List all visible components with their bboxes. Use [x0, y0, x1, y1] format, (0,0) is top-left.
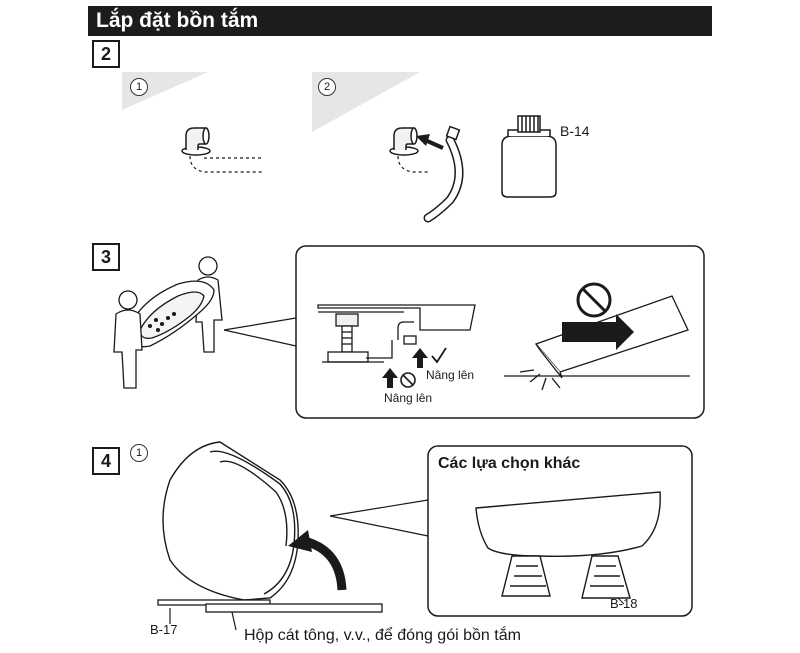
cardboard-box: [205, 603, 383, 613]
options-callout-title: Các lựa chọn khác: [438, 455, 581, 472]
step-2-number: 2: [92, 40, 120, 68]
leg-detail: [317, 304, 476, 363]
tub-on-stands: [475, 491, 661, 599]
part-b14-label: B-14: [560, 123, 590, 139]
section-title: Lắp đặt bồn tắm: [96, 9, 259, 32]
two-people-carrying-tub: [113, 256, 223, 389]
part-b18-label: B-18: [610, 596, 638, 611]
step-2-sub-1: 1: [130, 78, 148, 96]
section-header: Lắp đặt bồn tắm: [88, 6, 712, 36]
lift-arrow-wrong: [382, 368, 398, 388]
insert-arrow: [424, 138, 444, 150]
lift-label-ok: Nâng lên: [426, 368, 475, 382]
checkmark-icon: [431, 347, 447, 364]
step-3-number: 3: [92, 243, 120, 271]
drain-elbow-1: [181, 127, 211, 156]
tub-on-side: [162, 441, 299, 601]
part-b17-label: B-17: [150, 622, 178, 637]
drag-arrow: [562, 314, 634, 350]
hose-nut: [445, 125, 461, 141]
step-2-2-shade: [312, 72, 420, 132]
step-4-number: 4: [92, 447, 120, 475]
lift-label-wrong: Nâng lên: [384, 391, 433, 405]
box-caption: Hộp cát tông, v.v., để đóng gói bồn tắm: [244, 627, 521, 644]
step-2-sub-2: 2: [318, 78, 336, 96]
step-4-sub-1: 1: [130, 444, 148, 462]
b14-bottle: [501, 115, 557, 198]
drain-elbow-2: [389, 127, 419, 156]
floor-pipe-dashed-1: [189, 155, 262, 173]
lift-arrow-ok: [412, 348, 428, 368]
